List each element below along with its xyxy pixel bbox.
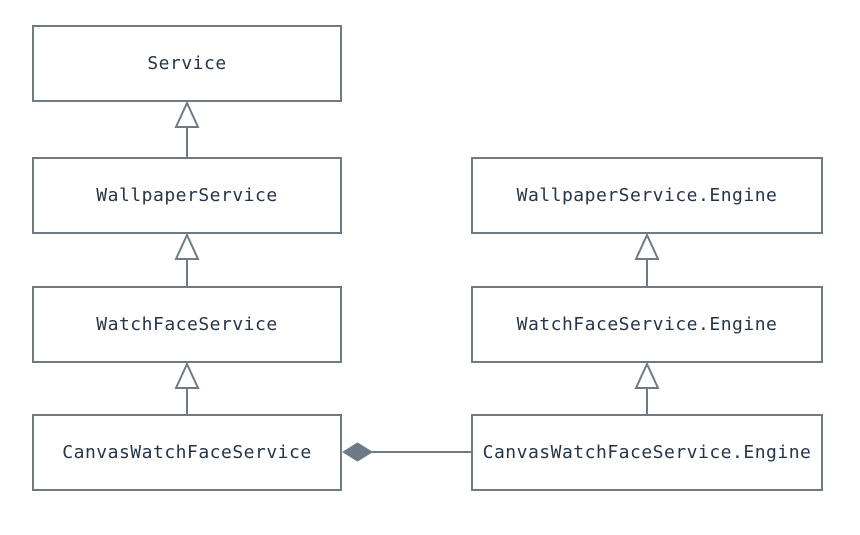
generalization-arrowhead-icon	[174, 100, 200, 128]
class-node-watch-face-service-engine: WatchFaceService.Engine	[471, 286, 823, 363]
edge-canvaswatchfaceservice-engine-to-watchfaceservice-engine	[634, 361, 660, 415]
class-node-wallpaper-service-engine: WallpaperService.Engine	[471, 157, 823, 234]
generalization-arrowhead-icon	[174, 232, 200, 260]
class-node-service: Service	[32, 25, 342, 102]
generalization-arrowhead-icon	[634, 232, 660, 260]
class-node-canvas-watch-face-service-engine: CanvasWatchFaceService.Engine	[471, 414, 823, 491]
class-node-watch-face-service: WatchFaceService	[32, 286, 342, 363]
class-node-canvas-watch-face-service: CanvasWatchFaceService	[32, 414, 342, 491]
class-node-wallpaper-service: WallpaperService	[32, 157, 342, 234]
edge-watchfaceservice-engine-to-wallpaperservice-engine	[634, 232, 660, 287]
edge-watchfaceservice-to-wallpaperservice	[174, 232, 200, 287]
generalization-arrowhead-icon	[174, 361, 200, 389]
edge-canvaswatchfaceservice-to-watchfaceservice	[174, 361, 200, 415]
edge-wallpaperservice-to-service	[174, 100, 200, 158]
edge-canvaswatchfaceservice-aggregates-engine	[342, 442, 471, 462]
generalization-arrowhead-icon	[634, 361, 660, 389]
aggregation-diamond-icon	[342, 442, 373, 462]
